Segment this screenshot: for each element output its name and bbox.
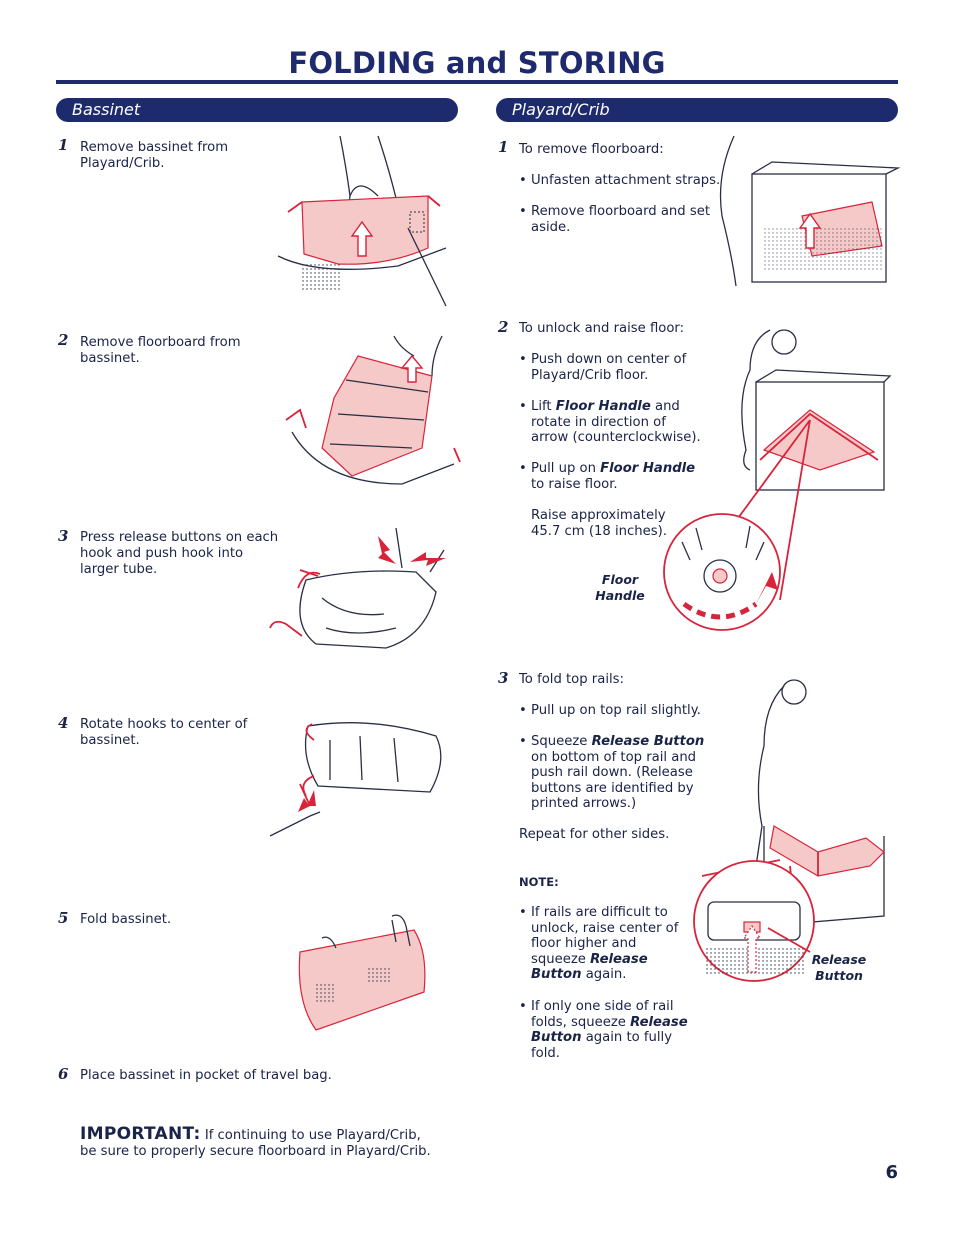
remove-bassinet-illustration [277,135,447,307]
title-divider [56,80,898,84]
bassinet-step-5-number: 5 [58,909,69,927]
playard-step-3-repeat: Repeat for other sides. [519,827,670,842]
bassinet-step-3-number: 3 [58,527,69,545]
playard-step-2-number: 2 [498,318,509,336]
playard-step-1-intro: To remove floorboard: [519,142,664,157]
bassinet-step-2-number: 2 [58,331,69,349]
playard-step-2-intro: To unlock and raise floor: [519,321,685,336]
page-title: FOLDING and STORING [288,46,666,80]
release-hooks-illustration [269,527,446,649]
playard-step-1-number: 1 [498,138,509,156]
playard-step-3-intro: To fold top rails: [519,672,624,687]
section-header-playard: Playard/Crib [496,98,898,122]
important-notice: IMPORTANT: If continuing to use Playard/… [80,1124,431,1160]
section-title-bassinet: Bassinet [72,100,141,119]
folded-bassinet-illustration [298,914,426,1031]
bassinet-step-6-number: 6 [58,1065,69,1083]
bassinet-step-6-text: Place bassinet in pocket of travel bag. [80,1068,332,1083]
remove-floorboard-illustration [285,335,461,485]
bassinet-step-1-number: 1 [58,136,69,154]
playard-step-3-number: 3 [498,669,509,687]
section-header-bassinet: Bassinet [56,98,458,122]
note-label: NOTE: [519,875,559,889]
page-number: 6 [885,1162,898,1183]
important-label: IMPORTANT: [80,1124,201,1144]
raise-floor-illustration [663,329,892,631]
fold-top-rails-illustration [693,679,885,982]
rotate-hooks-illustration [269,722,442,837]
bassinet-step-5-text: Fold bassinet. [80,912,172,927]
section-title-playard: Playard/Crib [512,100,610,119]
bassinet-step-4-number: 4 [58,714,69,732]
remove-floorboard-playard-illustration [719,135,901,287]
